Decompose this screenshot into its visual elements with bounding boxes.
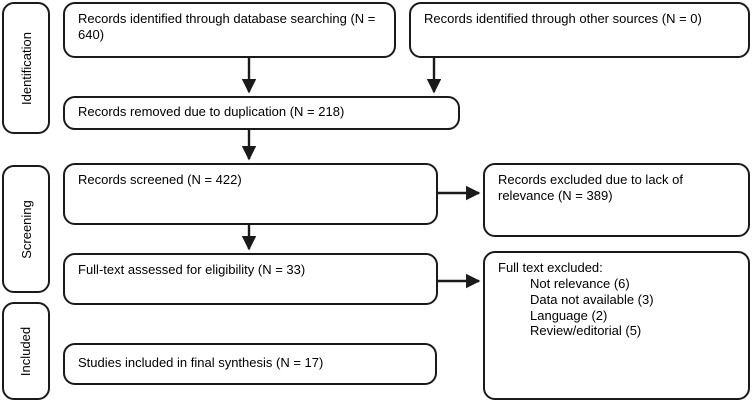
stage-label-screening-text: Screening (18, 199, 34, 259)
node-records-excluded-relevance: Records excluded due to lack of relevanc… (483, 163, 750, 237)
node-records-identified-other-sources: Records identified through other sources… (409, 2, 750, 58)
node-records-screened: Records screened (N = 422) (63, 163, 438, 225)
node-studies-included-final: Studies included in final synthesis (N =… (63, 343, 437, 385)
stage-label-screening: Screening (2, 165, 50, 293)
node-fulltext-excluded: Full text excluded: Not relevance (6) Da… (483, 251, 750, 400)
node-records-identified-database: Records identified through database sear… (63, 2, 396, 58)
node-fulltext-assessed: Full-text assessed for eligibility (N = … (63, 253, 438, 305)
stage-label-included-text: Included (18, 326, 34, 376)
fulltext-excluded-title: Full text excluded: (498, 260, 603, 275)
fulltext-excluded-reason: Not relevance (6) (530, 275, 630, 291)
stage-label-included: Included (2, 302, 50, 400)
node-records-removed-duplication: Records removed due to duplication (N = … (63, 96, 460, 130)
fulltext-excluded-reason: Review/editorial (5) (530, 323, 642, 339)
fulltext-excluded-reason-list: Not relevance (6) Data not available (3)… (498, 276, 737, 339)
fulltext-excluded-reason: Language (2) (530, 307, 608, 323)
stage-label-identification-text: Identification (18, 31, 34, 105)
fulltext-excluded-reason: Data not available (3) (530, 291, 654, 307)
stage-label-identification: Identification (2, 2, 50, 134)
